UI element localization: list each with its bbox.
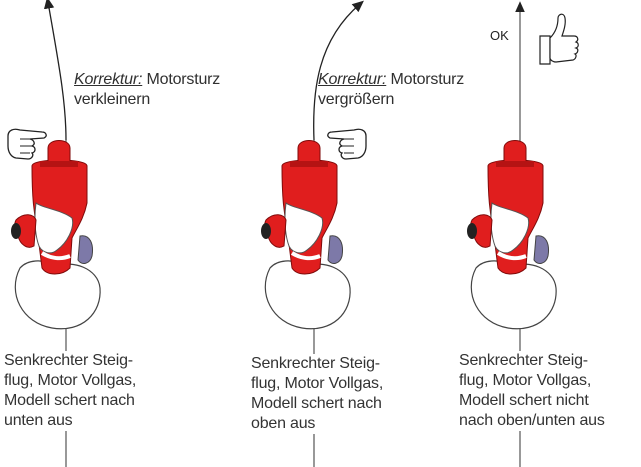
- correction-label: Korrektur:: [318, 71, 387, 88]
- caption-line: flug, Motor Vollgas,: [251, 375, 384, 392]
- model-plane-3: [465, 138, 559, 331]
- correction-note-1: Korrektur: Motorsturz verkleinern: [74, 70, 220, 110]
- model-plane-2: [259, 138, 353, 331]
- correction-label: Korrektur:: [74, 71, 143, 88]
- caption-line: Modell schert nach: [251, 395, 382, 412]
- caption-line: flug, Motor Vollgas,: [4, 372, 137, 389]
- correction-note-2: Korrektur: Motorsturz vergrößern: [318, 70, 464, 110]
- thumbs-up-icon: [539, 13, 579, 65]
- caption-line: oben aus: [251, 415, 316, 432]
- ok-label: OK: [490, 28, 509, 43]
- caption-line: flug, Motor Vollgas,: [459, 372, 592, 389]
- caption-line: Senkrechter Steig-: [4, 352, 133, 369]
- correction-text: vergrößern: [318, 91, 395, 108]
- caption-1: Senkrechter Steig- flug, Motor Vollgas, …: [4, 351, 136, 431]
- model-plane-1: [9, 138, 103, 331]
- correction-text: Motorsturz: [390, 71, 465, 88]
- flight-path-arrow-2: [313, 0, 364, 141]
- caption-line: unten aus: [4, 412, 73, 429]
- pointing-hand-icon: [7, 128, 47, 160]
- caption-2: Senkrechter Steig- flug, Motor Vollgas, …: [251, 354, 383, 434]
- pointing-hand-icon: [327, 128, 367, 160]
- caption-line: Senkrechter Steig-: [251, 355, 380, 372]
- flight-path-arrow-1: [43, 0, 67, 141]
- caption-line: nach oben/unten aus: [459, 412, 605, 429]
- caption-line: Senkrechter Steig-: [459, 352, 588, 369]
- correction-text: Motorsturz: [146, 71, 221, 88]
- caption-line: Modell schert nicht: [459, 392, 589, 409]
- caption-line: Modell schert nach: [4, 392, 135, 409]
- caption-3: Senkrechter Steig- flug, Motor Vollgas, …: [459, 351, 605, 431]
- correction-text: verkleinern: [74, 91, 151, 108]
